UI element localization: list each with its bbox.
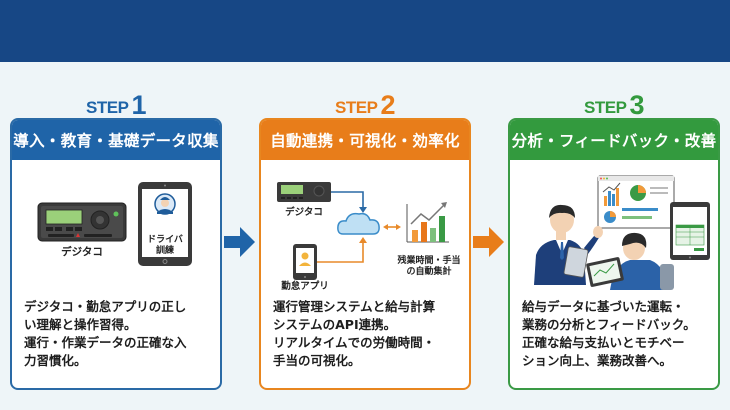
tablet-label-line1: ドライバ <box>147 235 183 245</box>
step-2-card: 自動連携・可視化・効率化 <box>259 118 471 390</box>
tablet-label-line2: 訓練 <box>155 246 174 256</box>
presenter-person-icon <box>534 204 603 285</box>
step-2-desc-line: システムのAPI連携。 <box>273 317 397 332</box>
step-1-title: 導入・教育・基礎データ収集 <box>12 120 220 160</box>
step-2-desc-line: 手当の可視化。 <box>273 353 361 368</box>
data-flow-diagram <box>277 182 449 280</box>
step-1-word: STEP <box>86 98 129 117</box>
step-2-description: 運行管理システムと給与計算 システムのAPI連携。 リアルタイムでの労働時間・ … <box>273 298 461 370</box>
arrow-right-icon <box>473 227 504 257</box>
step-2-illustration: デジタコ 勤怠アプリ 残業時間・手当 の自動集計 <box>261 160 469 292</box>
attendance-app-label: 勤怠アプリ <box>281 281 329 292</box>
driver-training-tablet-icon <box>138 182 192 266</box>
digital-tachograph-icon <box>277 182 331 202</box>
step-3-desc-line: ション向上、業務改善へ。 <box>522 353 673 368</box>
header-band <box>0 0 730 62</box>
step-3-illustration <box>510 160 718 290</box>
tablet-label: ドライバ 訓練 <box>142 235 188 257</box>
arrow-right-icon <box>224 227 255 257</box>
step-2-desc-line: 運行管理システムと給与計算 <box>273 299 436 314</box>
step-2-number: 2 <box>380 90 395 120</box>
tachograph-label: デジタコ <box>285 207 323 218</box>
step-1-desc-line: い理解と操作習得。 <box>24 317 137 332</box>
step-3-desc-line: 給与データに基づいた運転・ <box>522 299 685 314</box>
auto-aggregation-label: 残業時間・手当 の自動集計 <box>391 256 467 278</box>
step-3-desc-line: 業務の分析とフィードバック。 <box>522 317 696 332</box>
step-2-title: 自動連携・可視化・効率化 <box>261 120 469 160</box>
growth-chart-icon <box>406 202 449 243</box>
step-3-word: STEP <box>584 98 627 117</box>
step-1-label: STEP 1 <box>10 90 222 120</box>
step-1-desc-line: 運行・作業データの正確な入 <box>24 335 187 350</box>
step-3-description: 給与データに基づいた運転・ 業務の分析とフィードバック。 正確な給与支払いとモチ… <box>522 298 710 370</box>
bidirectional-arrow-icon <box>383 224 401 230</box>
step-1-card: 導入・教育・基礎データ収集 デジタコ ドライバ <box>10 118 222 390</box>
step-3-number: 3 <box>629 90 644 120</box>
step-2-word: STEP <box>335 98 378 117</box>
auto-aggregation-label-line1: 残業時間・手当 <box>397 256 461 266</box>
flow-line <box>331 191 364 208</box>
payslip-tablet-icon <box>670 202 710 260</box>
step-1-description: デジタコ・勤怠アプリの正し い理解と操作習得。 運行・作業データの正確な入 力習… <box>24 298 212 370</box>
attendance-app-tablet-icon <box>293 244 317 280</box>
tachograph-label: デジタコ <box>61 246 103 258</box>
digital-tachograph-icon <box>37 202 127 242</box>
step-3-title: 分析・フィードバック・改善 <box>510 120 718 160</box>
step-1-illustration: デジタコ ドライバ 訓練 <box>12 160 220 290</box>
flow-line <box>317 242 364 263</box>
step-1-desc-line: 力習慣化。 <box>24 353 87 368</box>
step-2-label: STEP 2 <box>259 90 471 120</box>
analysis-meeting-illustration <box>534 175 710 290</box>
step-3-label: STEP 3 <box>508 90 720 120</box>
dashboard-window-icon <box>597 175 675 229</box>
step-2-desc-line: リアルタイムでの労働時間・ <box>273 335 436 350</box>
step-1-number: 1 <box>131 90 146 120</box>
step-3-desc-line: 正確な給与支払いとモチベー <box>522 335 685 350</box>
seated-person-icon <box>586 232 674 290</box>
step-3-card: 分析・フィードバック・改善 <box>508 118 720 390</box>
step-1-desc-line: デジタコ・勤怠アプリの正し <box>24 299 187 314</box>
cloud-icon <box>337 212 380 235</box>
auto-aggregation-label-line2: の自動集計 <box>406 267 452 277</box>
